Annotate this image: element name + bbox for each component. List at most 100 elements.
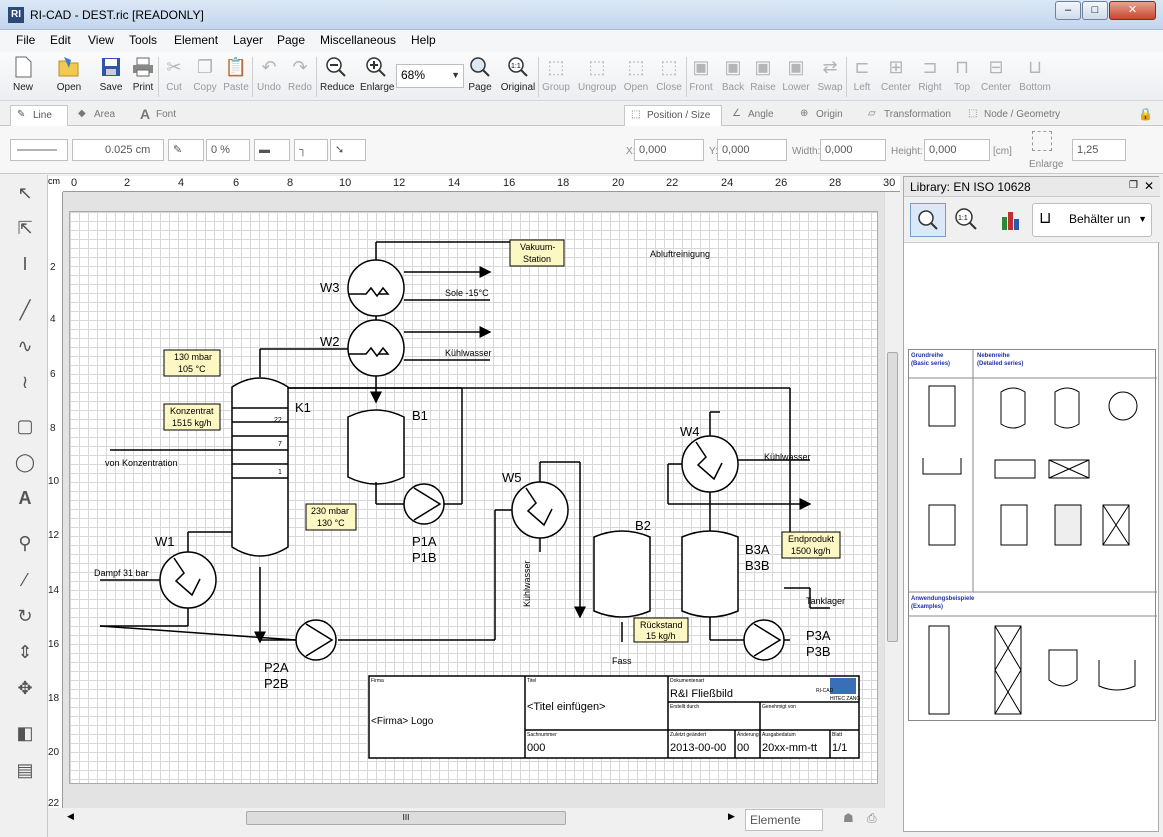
vertical-scrollbar[interactable] <box>884 192 900 808</box>
scale-field[interactable]: 1,25 <box>1072 139 1126 161</box>
node-select-icon[interactable]: ⇱ <box>17 217 33 238</box>
group-button[interactable]: ⬚Group <box>542 56 570 94</box>
print-button[interactable]: Print <box>130 54 156 100</box>
page-tool-icon[interactable]: ▤ <box>16 759 34 780</box>
library-chart-icon[interactable] <box>1000 209 1022 234</box>
raise-button[interactable]: ▣Raise <box>750 56 776 94</box>
back-button[interactable]: ▣Back <box>721 56 745 94</box>
undock-icon[interactable]: ❐ <box>1129 180 1138 191</box>
open-group-button[interactable]: ⬚Open <box>623 56 649 94</box>
line-style-select[interactable] <box>10 139 68 161</box>
height-field[interactable]: 0,000 <box>924 139 990 161</box>
close-group-button[interactable]: ⬚Close <box>656 56 682 94</box>
tab-line[interactable]: ✎Line <box>10 105 68 126</box>
redo-button[interactable]: ↷Redo <box>288 56 312 94</box>
drawing-canvas[interactable]: W3 W2 K1 B1 P1A P1B W5 B2 W4 B3A B3B W1 … <box>63 192 884 808</box>
minimize-button[interactable]: – <box>1055 1 1081 20</box>
line-corner-select[interactable]: ┐ <box>294 139 328 161</box>
menu-layer[interactable]: Layer <box>233 33 264 47</box>
tab-position-size[interactable]: ⬚Position / Size <box>624 105 722 126</box>
tab-angle[interactable]: ∠Angle <box>732 108 774 120</box>
freehand-tool-icon[interactable]: ≀ <box>21 371 29 392</box>
transparency-select[interactable]: 0 % <box>206 139 250 161</box>
library-shapes[interactable] <box>909 350 1157 722</box>
horizontal-scroll-thumb[interactable]: III <box>246 811 566 825</box>
scroll-left-icon[interactable]: ◀ <box>67 811 74 821</box>
elemente-select[interactable]: Elemente <box>745 809 823 831</box>
arrow-style-select[interactable]: ➘ <box>330 139 366 161</box>
close-window-button[interactable]: ✕ <box>1109 1 1156 20</box>
library-zoom-original-icon[interactable]: 1:1 <box>954 207 978 234</box>
save-button[interactable]: Save <box>98 54 124 100</box>
menu-edit[interactable]: Edit <box>50 33 71 47</box>
rotate-tool-icon[interactable]: ↻ <box>17 605 33 626</box>
mirror-tool-icon[interactable]: ⇕ <box>17 641 33 662</box>
x-field[interactable]: 0,000 <box>634 139 704 161</box>
page-zoom-button[interactable]: Page <box>466 54 494 100</box>
enlarge-button[interactable]: Enlarge <box>360 54 394 100</box>
pid-diagram[interactable]: W3 W2 K1 B1 P1A P1B W5 B2 W4 B3A B3B W1 … <box>70 212 879 785</box>
text-tool-icon[interactable]: A <box>18 487 32 508</box>
menu-element[interactable]: Element <box>174 33 219 47</box>
menu-miscellaneous[interactable]: Miscellaneous <box>320 33 397 47</box>
horizontal-scrollbar[interactable]: ◀ III ▶ <box>63 808 743 828</box>
cut-button[interactable]: ✂Cut <box>162 54 186 100</box>
printer-status-icon[interactable]: ⎙ <box>867 811 877 825</box>
new-button[interactable]: New <box>8 54 38 100</box>
align-left-button[interactable]: ⊏Left <box>850 54 874 100</box>
tab-node-geometry[interactable]: ⬚Node / Geometry <box>968 108 1061 120</box>
lower-button[interactable]: ▣Lower <box>782 56 810 94</box>
scroll-right-icon[interactable]: ▶ <box>728 811 735 821</box>
ellipse-tool-icon[interactable]: ◯ <box>14 451 36 472</box>
copy-button[interactable]: ❐Copy <box>193 56 217 94</box>
library-zoom-page-icon[interactable] <box>910 203 946 237</box>
vertical-scroll-thumb[interactable] <box>887 352 898 642</box>
menu-view[interactable]: View <box>88 33 114 47</box>
width-field[interactable]: 0,000 <box>820 139 886 161</box>
wifi-lock-icon[interactable]: ☗ <box>843 811 854 825</box>
reduce-button[interactable]: Reduce <box>320 54 354 100</box>
lock-icon[interactable]: 🔒 <box>1138 107 1153 121</box>
line-tool-icon[interactable]: ╱ <box>19 299 31 320</box>
swap-button[interactable]: ⇄Swap <box>817 56 843 94</box>
menu-page[interactable]: Page <box>277 33 306 47</box>
eyedropper-icon[interactable]: ⁄ <box>23 569 27 590</box>
tab-transformation[interactable]: ▱Transformation <box>868 108 951 120</box>
paste-button[interactable]: 📋Paste <box>223 56 249 94</box>
align-top-button[interactable]: ⊓Top <box>950 54 974 100</box>
text-cursor-icon[interactable]: I <box>22 253 28 274</box>
select-arrow-icon[interactable]: ↖ <box>17 182 33 203</box>
align-bottom-button[interactable]: ⊔Bottom <box>1019 56 1051 94</box>
align-center-button[interactable]: ⊞Center <box>880 56 911 94</box>
enlarge-icon[interactable] <box>1032 131 1052 151</box>
line-cap-select[interactable]: ▬ <box>254 139 290 161</box>
ruler-tick: 8 <box>287 177 294 189</box>
rectangle-tool-icon[interactable]: ▢ <box>16 415 34 436</box>
front-button[interactable]: ▣Front <box>689 56 713 94</box>
align-middle-button[interactable]: ⊟Center <box>980 56 1011 94</box>
curve-tool-icon[interactable]: ∿ <box>17 335 33 356</box>
open-button[interactable]: Open <box>52 54 86 100</box>
line-width-select[interactable]: 0.025 cm <box>72 139 164 161</box>
ungroup-button[interactable]: ⬚Ungroup <box>578 56 617 94</box>
maximize-button[interactable]: □ <box>1082 1 1108 20</box>
undo-button[interactable]: ↶Undo <box>257 56 281 94</box>
library-category-select[interactable]: Behälter un⊔▼ <box>1032 203 1152 237</box>
menu-file[interactable]: File <box>16 33 36 47</box>
menu-tools[interactable]: Tools <box>129 33 158 47</box>
line-color-select[interactable]: ✎ <box>168 139 204 161</box>
move-nodes-icon[interactable]: ✥ <box>17 677 33 698</box>
menu-help[interactable]: Help <box>411 33 436 47</box>
tab-area[interactable]: ◆Area <box>78 108 116 120</box>
zoom-tool-icon[interactable]: ⚲ <box>18 532 32 553</box>
align-right-button[interactable]: ⊐Right <box>918 56 942 94</box>
tab-origin[interactable]: ⊕Origin <box>800 108 843 120</box>
layer-tool-icon[interactable]: ◧ <box>16 722 34 743</box>
y-field[interactable]: 0,000 <box>717 139 787 161</box>
drawing-page[interactable]: W3 W2 K1 B1 P1A P1B W5 B2 W4 B3A B3B W1 … <box>69 211 878 784</box>
close-panel-icon[interactable]: ✕ <box>1143 179 1154 193</box>
zoom-select[interactable]: 68%▼ <box>396 64 464 88</box>
